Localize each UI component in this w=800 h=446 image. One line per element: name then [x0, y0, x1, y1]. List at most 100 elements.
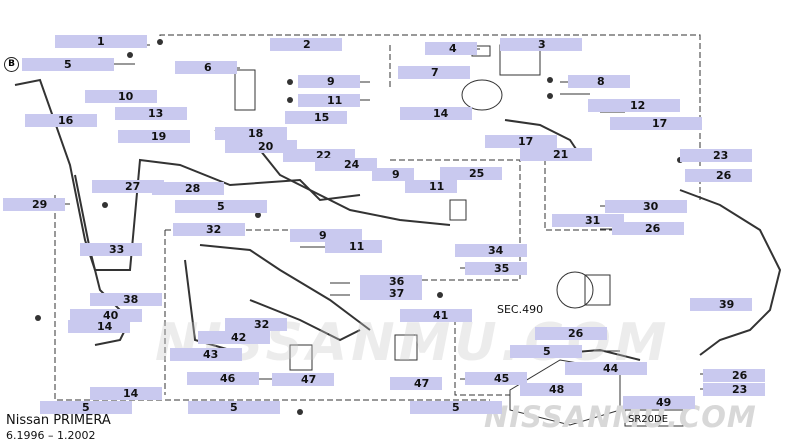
callout-number: 20	[258, 140, 274, 153]
callout-number: 27	[125, 180, 141, 193]
callout-number: 28	[185, 182, 201, 195]
callout-number: 26	[716, 169, 732, 182]
callout-number: 17	[518, 135, 534, 148]
callout-number: 33	[109, 243, 125, 256]
callout-34: 34	[455, 244, 527, 257]
callout-number: 43	[203, 348, 219, 361]
callout-number: 4	[449, 42, 457, 55]
bolt-head	[547, 77, 553, 83]
callout-49: 49	[623, 396, 695, 409]
callout-number: 41	[433, 309, 449, 322]
callout-number: 23	[732, 383, 748, 396]
callout-28: 28	[152, 182, 224, 195]
hose-center-lower	[199, 244, 371, 331]
callout-45: 45	[465, 372, 527, 385]
callout-number: 25	[469, 167, 485, 180]
callout-29: 29	[3, 198, 65, 211]
pump-housing	[584, 274, 611, 306]
callout-9: 9	[290, 229, 352, 242]
callout-47: 47	[390, 377, 442, 390]
callout-25: 25	[440, 167, 502, 180]
callout-2: 2	[270, 38, 342, 51]
clamp-block-2	[394, 334, 418, 361]
callout-7: 7	[398, 66, 470, 79]
callout-24: 24	[315, 158, 377, 171]
callout-31: 31	[552, 214, 624, 227]
callout-6: 6	[175, 61, 237, 74]
bolt-head	[35, 315, 41, 321]
callout-5: 5	[510, 345, 582, 358]
callout-number: 18	[248, 127, 264, 140]
callout-26: 26	[685, 169, 752, 182]
callout-14: 14	[90, 387, 162, 400]
callout-33: 33	[80, 243, 142, 256]
callout-39: 39	[690, 298, 752, 311]
frame-mid-right	[389, 45, 521, 281]
callout-10: 10	[85, 90, 157, 103]
callout-46: 46	[187, 372, 259, 385]
pump-body	[556, 271, 594, 309]
callout-11: 11	[298, 94, 360, 107]
callout-number: 31	[585, 214, 601, 227]
callout-number: 48	[549, 383, 565, 396]
callout-16: 16	[25, 114, 97, 127]
callout-8: 8	[568, 75, 630, 88]
bolt-head	[287, 97, 293, 103]
callout-5: 5	[175, 200, 267, 213]
callout-number: 26	[568, 327, 584, 340]
callout-30: 30	[605, 200, 687, 213]
callout-number: 5	[230, 401, 238, 414]
callout-number: 5	[82, 401, 90, 414]
callout-1: 1	[55, 35, 147, 48]
footer-model-name: Nissan PRIMERA	[6, 413, 111, 428]
callout-number: 16	[58, 114, 74, 127]
callout-number: 1	[97, 35, 105, 48]
callout-17: 17	[485, 135, 557, 148]
section-reference: SEC.490	[497, 303, 544, 316]
callout-number: 32	[206, 223, 222, 236]
callout-number: 9	[392, 168, 400, 181]
callout-42: 42	[198, 331, 270, 344]
callout-5: 5	[40, 401, 132, 414]
callout-number: 36	[389, 275, 405, 288]
bolt-head	[127, 52, 133, 58]
watermark-bottom: NISSANMU.COM	[484, 400, 757, 434]
callout-13: 13	[115, 107, 187, 120]
callout-44: 44	[565, 362, 647, 375]
callout-number: 23	[713, 149, 729, 162]
section-marker-b: B	[4, 57, 19, 72]
callout-5: 5	[22, 58, 114, 71]
callout-number: 14	[97, 320, 113, 333]
callout-number: 10	[118, 90, 134, 103]
callout-20: 20	[225, 140, 297, 153]
callout-number: 11	[327, 94, 343, 107]
callout-26: 26	[535, 327, 607, 340]
callout-23: 23	[703, 383, 765, 396]
callout-number: 14	[433, 107, 449, 120]
hose-right-long	[679, 189, 782, 356]
callout-38: 38	[90, 293, 162, 306]
callout-11: 11	[405, 180, 457, 193]
rack-bracket	[509, 359, 621, 426]
callout-number: 45	[494, 372, 510, 385]
callout-number: 40	[103, 309, 119, 322]
callout-leaders-dots	[35, 39, 683, 415]
hose-reservoir	[504, 119, 581, 156]
callout-number: 24	[344, 158, 360, 171]
callout-43: 43	[170, 348, 242, 361]
callout-4: 4	[425, 42, 477, 55]
callout-5: 5	[188, 401, 280, 414]
callout-number: 5	[217, 200, 225, 213]
callout-12: 12	[588, 99, 680, 112]
footer-production-dates: 6.1996 – 1.2002	[6, 429, 96, 442]
callout-19: 19	[118, 130, 190, 143]
callout-32: 32	[173, 223, 245, 236]
clamp-block-1	[289, 344, 313, 371]
callout-number: 5	[452, 401, 460, 414]
reservoir-tank	[461, 79, 503, 111]
callout-number: 47	[414, 377, 430, 390]
callout-number: 9	[327, 75, 335, 88]
callout-number: 21	[553, 148, 569, 161]
callout-number: 32	[254, 318, 270, 331]
callout-11: 11	[325, 240, 377, 253]
